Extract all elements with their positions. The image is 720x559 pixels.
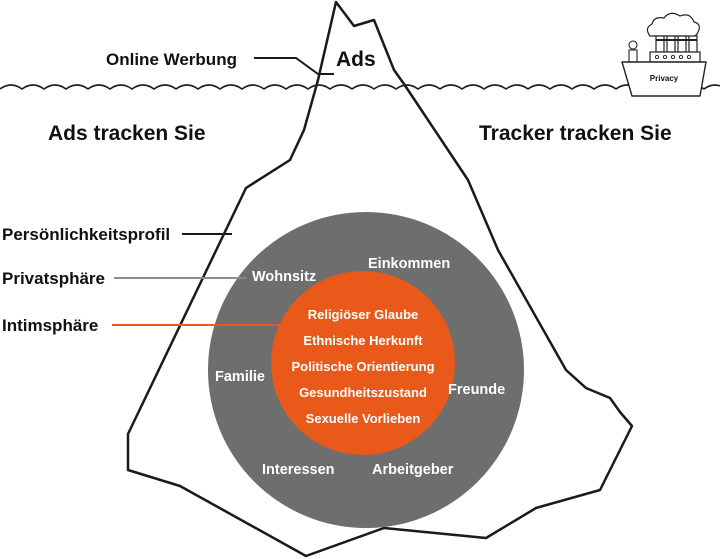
core-label: Religiöser Glaube xyxy=(308,307,419,322)
intimate-label: Intimsphäre xyxy=(2,316,98,335)
ring-label-interessen: Interessen xyxy=(262,462,335,478)
personality-label: Persönlichkeitsprofil xyxy=(2,225,170,244)
core-label: Ethnische Herkunft xyxy=(303,333,423,348)
private-label: Privatsphäre xyxy=(2,269,105,288)
ring-label-freunde: Freunde xyxy=(448,382,505,398)
right-heading: Tracker tracken Sie xyxy=(479,122,672,145)
online-ads-connector xyxy=(254,57,334,75)
ads-label: Ads xyxy=(336,48,376,71)
core-label: Politische Orientierung xyxy=(291,359,434,374)
core-label: Sexuelle Vorlieben xyxy=(306,411,421,426)
ship-icon: Privacy xyxy=(621,12,707,97)
smoke-icon xyxy=(646,12,700,38)
left-heading: Ads tracken Sie xyxy=(48,122,206,145)
ring-label-arbeitgeber: Arbeitgeber xyxy=(372,462,454,478)
ring-label-einkommen: Einkommen xyxy=(368,256,450,272)
ring-label-wohnsitz: Wohnsitz xyxy=(252,269,316,285)
inner-core xyxy=(271,271,455,455)
water-line xyxy=(0,84,720,90)
online-ads-label: Online Werbung xyxy=(106,50,237,69)
ship-label: Privacy xyxy=(650,74,679,83)
core-label: Gesundheitszustand xyxy=(299,385,427,400)
person-icon xyxy=(628,40,638,50)
ring-label-familie: Familie xyxy=(215,369,265,385)
